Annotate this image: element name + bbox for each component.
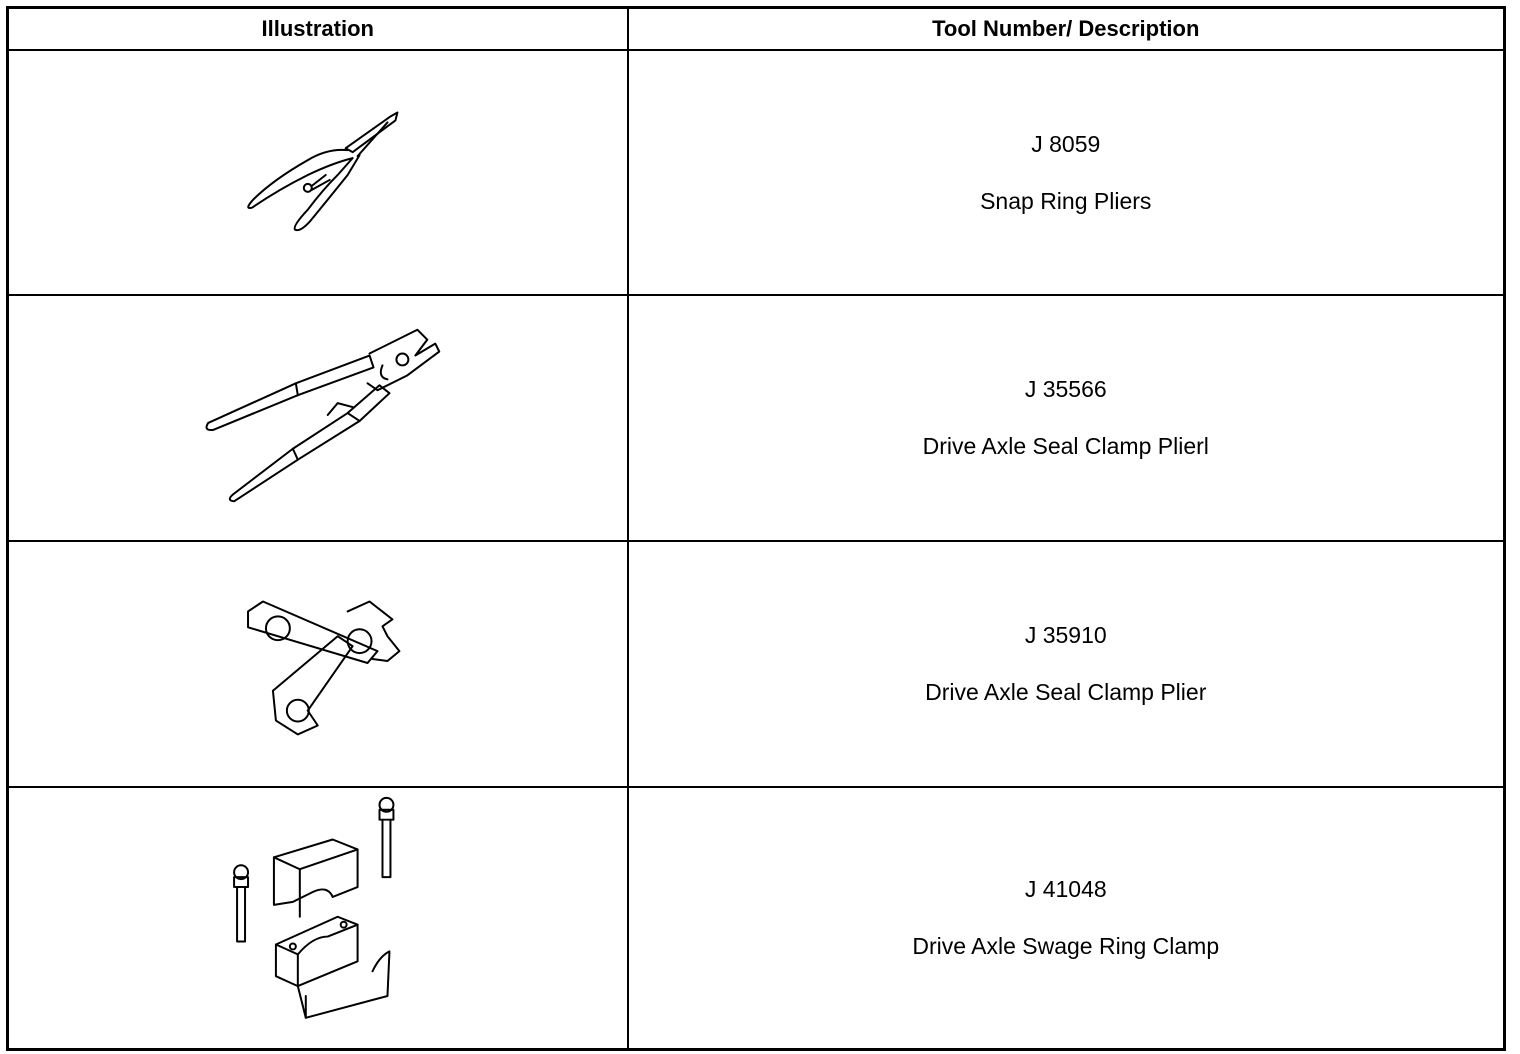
table-row: J 41048 Drive Axle Swage Ring Clamp	[6, 786, 1506, 1050]
special-tools-table: Illustration Tool Number/ Description J …	[6, 6, 1506, 1051]
table-row: J 35910 Drive Axle Seal Clamp Plier	[6, 540, 1506, 788]
tool-number: J 35566	[1024, 376, 1107, 402]
tool-description: Snap Ring Pliers	[980, 187, 1152, 214]
tool-description: Drive Axle Seal Clamp Plier	[925, 679, 1207, 705]
illustration-cell	[6, 49, 629, 296]
snap-ring-pliers-icon	[247, 111, 399, 232]
description-cell: J 41048 Drive Axle Swage Ring Clamp	[626, 786, 1506, 1050]
illustration-cell	[6, 294, 629, 542]
seal-clamp-plier-short-icon	[247, 600, 401, 736]
table-row: J 8059 Snap Ring Pliers	[6, 49, 1506, 296]
description-cell: J 35566 Drive Axle Seal Clamp Plierl	[626, 294, 1506, 542]
tool-number: J 41048	[1024, 875, 1107, 902]
table-row: J 35566 Drive Axle Seal Clamp Plierl	[6, 294, 1506, 542]
illustration-cell	[6, 786, 629, 1050]
tool-description: Drive Axle Swage Ring Clamp	[912, 932, 1220, 959]
description-cell: J 8059 Snap Ring Pliers	[626, 49, 1506, 296]
illustration-cell	[6, 540, 629, 788]
description-cell: J 35910 Drive Axle Seal Clamp Plier	[626, 540, 1506, 788]
seal-clamp-plier-icon	[205, 328, 441, 503]
tool-description: Drive Axle Seal Clamp Plierl	[922, 433, 1209, 459]
tool-number: J 8059	[1031, 130, 1101, 157]
description-header: Tool Number/ Description	[626, 6, 1506, 51]
header-row: Illustration Tool Number/ Description	[6, 6, 1506, 51]
tool-number: J 35910	[1024, 622, 1107, 648]
illustration-header: Illustration	[6, 6, 629, 51]
swage-ring-clamp-icon	[233, 796, 395, 1019]
